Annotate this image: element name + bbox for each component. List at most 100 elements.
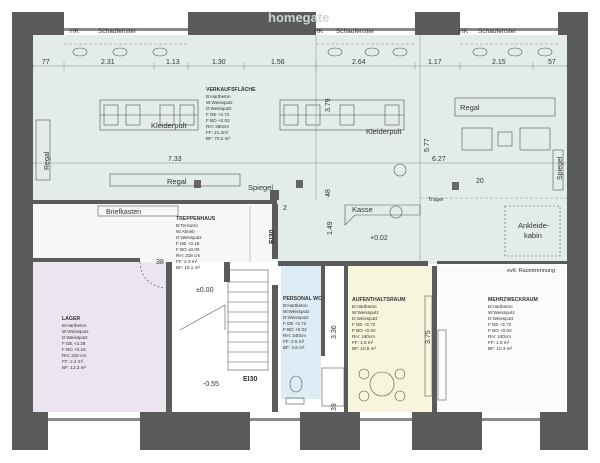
- wc-spec: D:Weissputz: [283, 315, 309, 320]
- column-mid: [296, 180, 303, 188]
- dim-577: 5.77: [424, 138, 431, 152]
- lager-floor: [33, 262, 168, 412]
- dim-264: 2.64: [352, 59, 366, 66]
- shop-extension-floor: [277, 204, 567, 264]
- mehrzweck-counter: [437, 329, 447, 401]
- verkauf-spec: B:Hartbeton: [206, 94, 231, 99]
- kitchenette: [424, 295, 433, 397]
- aufenthalt-specs: B:Hartbeton W:Weissputz D:Weissputz F DE…: [352, 304, 379, 351]
- bottom-wall: [12, 412, 588, 450]
- aufenthalt-name: AUFENTHALTSRAUM: [352, 297, 406, 303]
- dim-379: 3.79: [325, 98, 332, 112]
- treppenhaus-spec: FF: 2.3 m²: [176, 259, 198, 264]
- schaufenster-left-label: Schaufenster: [98, 28, 137, 35]
- dim-117: 1.17: [428, 59, 442, 66]
- spiegel-right-board: [552, 149, 564, 191]
- hk-right-label: HK: [459, 28, 469, 35]
- verkauf-spec: F DE +2.72: [206, 112, 230, 117]
- dim-156: 1.56: [271, 59, 285, 66]
- kleiderpult-left: [99, 99, 199, 131]
- traeger-label: Träger: [428, 197, 444, 203]
- wc-specs: B:Hartbeton W:Weissputz D:Weissputz F DE…: [283, 303, 310, 350]
- lager-specs: B:Hartbeton W:Weissputz D:Weissputz F DE…: [62, 323, 89, 370]
- ei30-top-label: EI30: [269, 229, 276, 244]
- verkauf-specs: B:Hartbeton W:Weissputz D:Weissputz F DE…: [206, 94, 233, 141]
- verkauf-spec: BF: 70.2 m²: [206, 136, 230, 141]
- treppenhaus-spec: BF: 18.1 m²: [176, 265, 200, 270]
- treppenhaus-spec: D:Weissputz: [176, 235, 202, 240]
- mehrzweck-spec: RH: 240cm: [488, 334, 511, 339]
- ei30-bottom-label: EI30: [243, 376, 258, 383]
- verkauf-spec: F BO +0.02: [206, 118, 230, 123]
- mehrzweck-specs: B:Hartbeton W:Weissputz D:Weissputz F DE…: [488, 304, 515, 351]
- dim-149: 1.49: [327, 221, 334, 235]
- treppenhaus-name: TREPPENHAUS: [176, 216, 216, 222]
- dining-table: [358, 368, 406, 402]
- treppenhaus-spec: F DE +3.18: [176, 241, 200, 246]
- verkauf-name: VERKAUFSFLÄCHE: [206, 86, 256, 93]
- dim-231: 2.31: [101, 59, 115, 66]
- dim-57: 57: [548, 59, 556, 66]
- toilet-icon: [289, 375, 303, 393]
- kleiderpult-right-label: Kleiderpult: [366, 127, 402, 136]
- mehrzweck-spec: W:Weissputz: [488, 310, 515, 315]
- dim-39: 39: [331, 403, 338, 411]
- schaufenster-mid-label: Schaufenster: [336, 28, 375, 35]
- kasse-counter: [344, 163, 421, 226]
- verkauf-spec: D:Weissputz: [206, 106, 232, 111]
- corridor-storage: [321, 367, 345, 407]
- aufenthalt-spec: BF: 10.6 m²: [352, 346, 376, 351]
- wc-sink-icon: [285, 397, 305, 405]
- dim-627: 6.27: [432, 156, 446, 163]
- lager-spec: F DE +3.28: [62, 341, 86, 346]
- ankleidekabin: [504, 205, 561, 257]
- lager-spec: D:Weissputz: [62, 335, 88, 340]
- treppenhaus-spec: B:Terrazzo: [176, 223, 198, 228]
- wc-spec: BF: 4.6 m²: [283, 345, 305, 350]
- mehrzweck-spec: BF: 10.3 m²: [488, 346, 512, 351]
- hk-mid-label: HK: [314, 28, 324, 35]
- briefkasten-label: Briefkasten: [106, 209, 141, 216]
- aufenthalt-spec: F BO +0.02: [352, 328, 376, 333]
- dim-336: 3.36: [331, 325, 338, 339]
- wc-name: PERSONAL WC: [283, 296, 322, 302]
- mehrzweck-spec: FF: 1.9 m²: [488, 340, 510, 345]
- lager-spec: BF: 12.3 m²: [62, 365, 86, 370]
- wc-spec: B:Hartbeton: [283, 303, 308, 308]
- aufenthalt-spec: W:Weissputz: [352, 310, 379, 315]
- display-mannequin-icons: [72, 47, 553, 57]
- regal-left-vert-label: Regal: [44, 151, 51, 170]
- mehrzweck-name: MEHRZWECKRAUM: [488, 297, 538, 303]
- treppenhaus-spec: RH: 318 cm: [176, 253, 200, 258]
- lager-spec: FF: 2.4 m²: [62, 359, 84, 364]
- lager-name: LAGER: [62, 316, 80, 322]
- dim-38: 38: [156, 259, 164, 266]
- staircase: [179, 269, 269, 371]
- dim-733: 7.33: [168, 156, 182, 163]
- verkauf-spec: FF: 21.3m²: [206, 130, 229, 135]
- verkauf-spec: W:Weissputz: [206, 100, 233, 105]
- regal-left-shelf: [35, 119, 51, 181]
- aufenthalt-spec: RH: 240cm: [352, 334, 375, 339]
- spiegel-right-vert-label: Spiegel: [557, 156, 564, 180]
- level-stair-label: ±0.00: [196, 287, 214, 294]
- verkaufsflaeche-floor: [33, 35, 567, 204]
- regal-right-label: Regal: [460, 103, 480, 112]
- treppenhaus-spec: W:Abrieb: [176, 229, 195, 234]
- dim-130: 1.30: [212, 59, 226, 66]
- regal-right-furniture: [454, 97, 556, 151]
- kasse-label: Kasse: [352, 205, 373, 214]
- dim-2: 2: [283, 205, 287, 212]
- level-lower-label: -0.55: [203, 381, 219, 388]
- treppenhaus-spec: F BO ±0.00: [176, 247, 200, 252]
- wc-spec: F BO +0.02: [283, 327, 307, 332]
- wc-spec: RH: 240cm: [283, 333, 306, 338]
- mehrzweck-spec: D:Weissputz: [488, 316, 514, 321]
- mehrzweck-floor: [437, 266, 567, 412]
- treppenhaus-specs: B:Terrazzo W:Abrieb D:Weissputz F DE +3.…: [176, 223, 202, 270]
- mehrzweck-spec: B:Hartbeton: [488, 304, 513, 309]
- right-wall: [567, 12, 588, 450]
- aufenthalt-floor: [348, 266, 432, 412]
- briefkasten-box: [97, 205, 179, 217]
